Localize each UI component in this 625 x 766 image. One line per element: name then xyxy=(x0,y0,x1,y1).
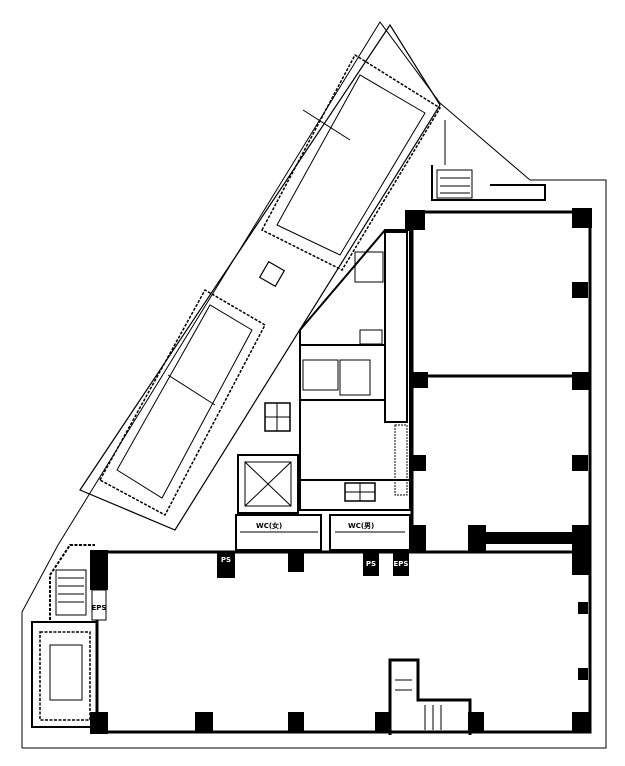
ps-label: PS xyxy=(221,556,231,564)
office-south xyxy=(90,550,592,734)
eps-label: EPS xyxy=(394,560,409,568)
southwest-lightwell xyxy=(31,621,98,728)
restrooms xyxy=(235,514,411,551)
skylight-icon xyxy=(258,260,286,288)
south-stair xyxy=(388,658,472,735)
eps-shaft-left xyxy=(91,589,107,621)
elevator-hall xyxy=(237,454,299,514)
diagonal-garden-strip xyxy=(79,23,442,531)
central-core xyxy=(264,229,411,511)
ps-label: PS xyxy=(366,560,376,568)
west-stair xyxy=(49,544,95,620)
wc-male-label: WC(男) xyxy=(348,522,374,530)
site-boundary xyxy=(21,21,607,749)
ps-shaft-left xyxy=(217,552,235,578)
ps-shaft-right xyxy=(363,552,379,576)
office-east xyxy=(405,208,592,575)
eps-shaft-core xyxy=(393,552,409,576)
wc-female-label: WC(女) xyxy=(256,521,282,530)
eps-label: EPS xyxy=(92,604,107,612)
upper-stair-area xyxy=(431,120,546,201)
